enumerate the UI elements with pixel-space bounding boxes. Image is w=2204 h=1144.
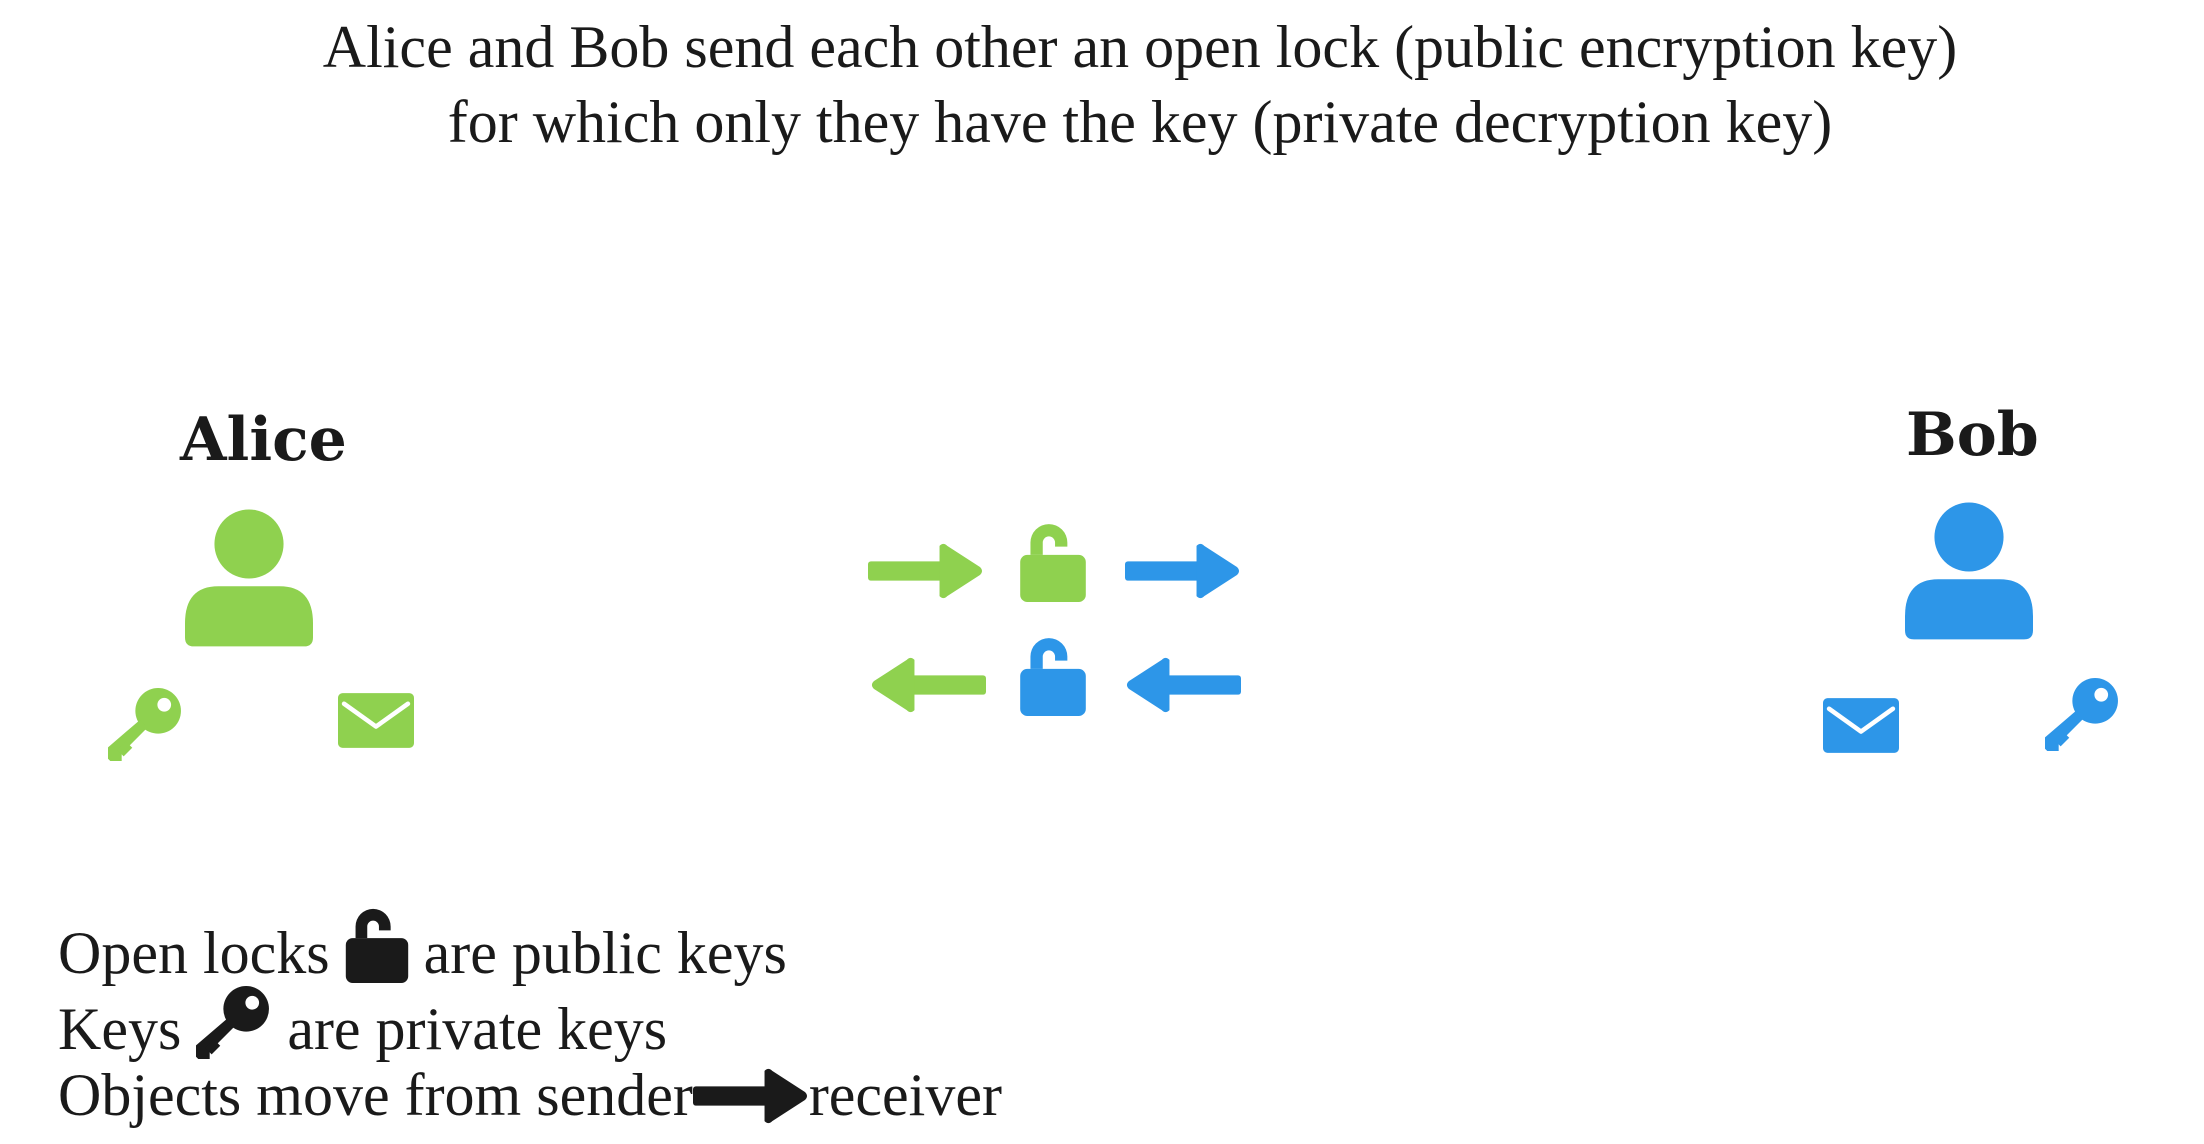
title-line-2: for which only they have the key (privat… (447, 89, 1833, 155)
alice-name: Alice (180, 405, 347, 475)
legend-arrows-before: Objects move from sender (58, 1062, 693, 1128)
user-icon (1905, 498, 2033, 640)
open-lock-icon (1020, 634, 1086, 716)
legend-arrows: Objects move from sender receiver (58, 1058, 1002, 1133)
arrow-right-icon (1125, 542, 1241, 600)
open-lock-icon (345, 905, 409, 983)
key-icon (196, 983, 272, 1059)
legend-keys-after: are private keys (287, 996, 668, 1062)
legend-keys-before: Keys (58, 996, 182, 1062)
legend-locks-before: Open locks (58, 920, 330, 986)
legend-arrows-after: receiver (808, 1062, 1002, 1128)
user-icon (185, 505, 313, 647)
arrow-left-icon (870, 656, 986, 714)
arrow-right-icon (693, 1067, 809, 1125)
key-icon (2045, 675, 2121, 751)
diagram-title: Alice and Bob send each other an open lo… (0, 10, 2204, 160)
envelope-icon (1823, 698, 1899, 753)
legend-locks: Open locks are public keys (58, 905, 787, 991)
arrow-right-icon (868, 542, 984, 600)
key-icon (108, 685, 184, 761)
legend-locks-after: are public keys (423, 920, 787, 986)
envelope-icon (338, 693, 414, 748)
bob-name: Bob (1906, 400, 2039, 470)
title-line-1: Alice and Bob send each other an open lo… (322, 14, 1958, 80)
open-lock-icon (1020, 520, 1086, 602)
arrow-left-icon (1125, 656, 1241, 714)
legend-keys: Keys are private keys (58, 983, 667, 1067)
